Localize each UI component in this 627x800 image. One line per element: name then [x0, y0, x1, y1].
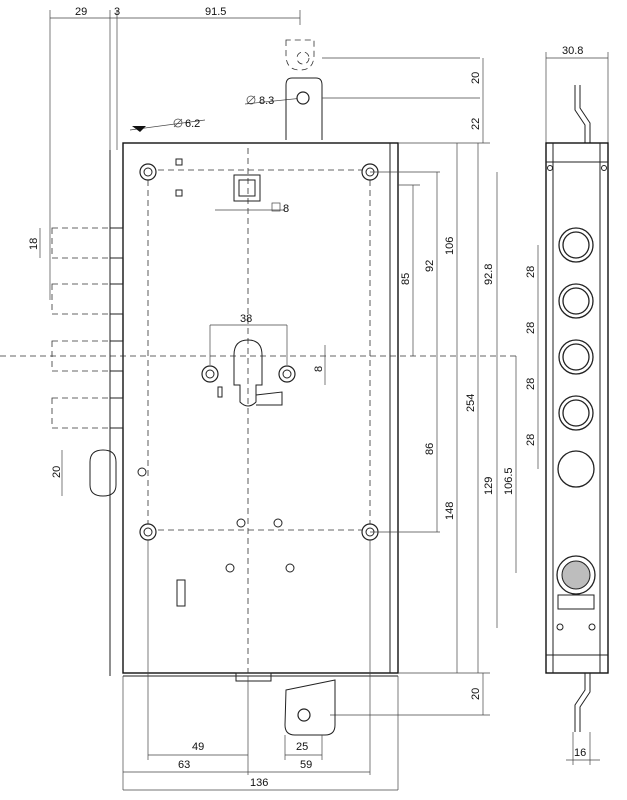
dim-diam-20-left: 20 — [51, 466, 63, 478]
dim-148: 148 — [444, 502, 456, 520]
dim-25: 25 — [296, 741, 308, 753]
dim-86: 86 — [424, 443, 436, 455]
dim-20-top: 20 — [470, 72, 482, 84]
dim-92-8: 92.8 — [483, 264, 495, 285]
side-view: 30.8 28 28 28 28 — [525, 45, 609, 765]
dim-diam-18: 18 — [28, 238, 40, 250]
dim-38: 38 — [240, 313, 252, 325]
dim-diam-6-2: 6.2 — [185, 118, 200, 130]
dim-63: 63 — [178, 759, 190, 771]
dim-49: 49 — [192, 741, 204, 753]
square-follower: 8 — [215, 174, 289, 215]
bolt-3 — [51, 340, 124, 372]
bottom-dimensions: 49 25 63 59 136 — [122, 540, 399, 791]
dim-3: 3 — [114, 6, 120, 18]
dim-254: 254 — [465, 394, 477, 412]
top-dimensions: 29 3 91.5 — [49, 6, 301, 300]
top-tab — [285, 39, 480, 140]
bolt-pitch-2: 28 — [525, 322, 537, 334]
dim-16: 16 — [574, 747, 586, 759]
bolt-2 — [51, 283, 124, 315]
side-bolts — [547, 165, 607, 631]
left-bolts: 18 20 — [28, 227, 124, 497]
dim-square-8: 8 — [283, 203, 289, 215]
dim-29: 29 — [75, 6, 87, 18]
bolt-pitch-1: 28 — [525, 266, 537, 278]
case-holes — [137, 158, 379, 607]
dim-22: 22 — [470, 118, 482, 130]
bolt-pitch-4: 28 — [525, 434, 537, 446]
dim-20-bottom: 20 — [470, 688, 482, 700]
dim-8: 8 — [313, 366, 325, 372]
cylinder-cutout: 38 8 — [209, 313, 326, 407]
dim-59: 59 — [300, 759, 312, 771]
dim-106-5: 106.5 — [503, 467, 515, 495]
dim-92: 92 — [424, 260, 436, 272]
dim-85: 85 — [400, 273, 412, 285]
lock-case — [0, 142, 520, 682]
dim-106: 106 — [444, 237, 456, 255]
vertical-dimensions: 85 92 106 92.8 86 148 254 129 106.5 20 2… — [330, 58, 517, 716]
diameter-leaders: 6.2 8.3 — [129, 95, 304, 132]
bolt-pitch-3: 28 — [525, 378, 537, 390]
dim-91-5: 91.5 — [205, 6, 226, 18]
bolt-1 — [51, 227, 124, 259]
dim-30-8: 30.8 — [562, 45, 583, 57]
dim-diam-8-3: 8.3 — [259, 95, 274, 107]
bolt-4 — [51, 397, 124, 429]
bottom-tab — [284, 679, 336, 736]
dim-129: 129 — [483, 477, 495, 495]
dim-136: 136 — [250, 777, 268, 789]
